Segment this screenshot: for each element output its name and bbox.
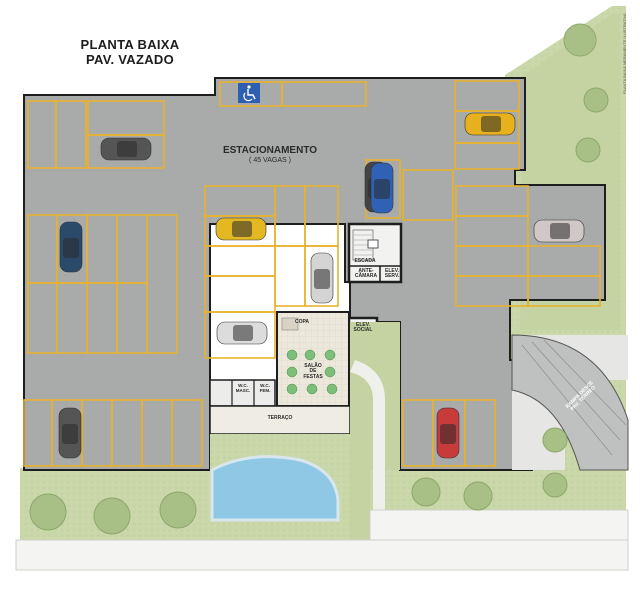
service-elevator-line2: SERV.	[384, 273, 400, 280]
car-icon	[464, 112, 516, 136]
parking-title: ESTACIONAMENTO	[222, 145, 318, 156]
wc-masc-line1: W.C.	[238, 383, 248, 388]
party-room-label: SALÃO DE FESTAS	[298, 363, 328, 380]
car-icon	[215, 217, 267, 241]
car-icon	[310, 252, 334, 304]
parking-count: ( 45 VAGAS )	[249, 156, 291, 164]
terrace-label: TERRAÇO	[267, 415, 293, 421]
ramp	[511, 334, 629, 471]
car-icon	[533, 219, 585, 243]
car-icon	[100, 137, 152, 161]
service-elevator-line1: ELEV.	[385, 268, 399, 274]
service-elevator-label: ELEV. SERV.	[382, 268, 402, 280]
plan-title: PLANTA BAIXA PAV. VAZADO	[30, 37, 230, 67]
party-room	[209, 311, 350, 407]
car-icon	[370, 162, 394, 214]
antechamber-line2: CÂMARA	[354, 273, 378, 280]
car-icon	[59, 221, 83, 273]
social-elevator-label: ELEV. SOCIAL	[350, 322, 376, 334]
antechamber-label: ANTE- CÂMARA	[352, 268, 380, 280]
cars-layer	[58, 112, 585, 459]
car-icon	[58, 407, 82, 459]
trees	[29, 23, 609, 535]
antechamber-line1: ANTE-	[358, 268, 374, 274]
wc-fem-line1: W.C.	[260, 383, 270, 388]
swimming-pool	[210, 455, 340, 522]
plan-title-line1: PLANTA BAIXA	[80, 37, 180, 52]
social-elevator-line2: SOCIAL	[353, 327, 373, 334]
social-elevator-line1: ELEV.	[356, 322, 370, 328]
plan-title-line2: PAV. VAZADO	[85, 52, 175, 67]
kitchen-label: COPA	[294, 319, 310, 325]
stairs-label: ESCADA	[354, 258, 376, 264]
car-icon	[436, 407, 460, 459]
illustrative-note: PLANTA BAIXA MERAMENTE ILUSTRATIVA	[622, 13, 627, 94]
wc-masc-label: W.C. MASC.	[232, 383, 254, 393]
wc-masc-line2: MASC.	[235, 387, 251, 393]
parking-stripes	[23, 80, 601, 467]
party-room-line1: SALÃO	[304, 363, 322, 369]
car-icon	[216, 321, 268, 345]
party-room-line3: FESTAS	[303, 373, 323, 380]
parking-label: ESTACIONAMENTO ( 45 VAGAS )	[210, 145, 330, 164]
wc-fem-label: W.C. FEM.	[254, 383, 276, 393]
sidewalk	[15, 509, 629, 571]
party-room-line2: DE	[309, 368, 317, 375]
wc-fem-line2: FEM.	[259, 387, 271, 393]
accessible-parking-icon	[238, 83, 260, 103]
